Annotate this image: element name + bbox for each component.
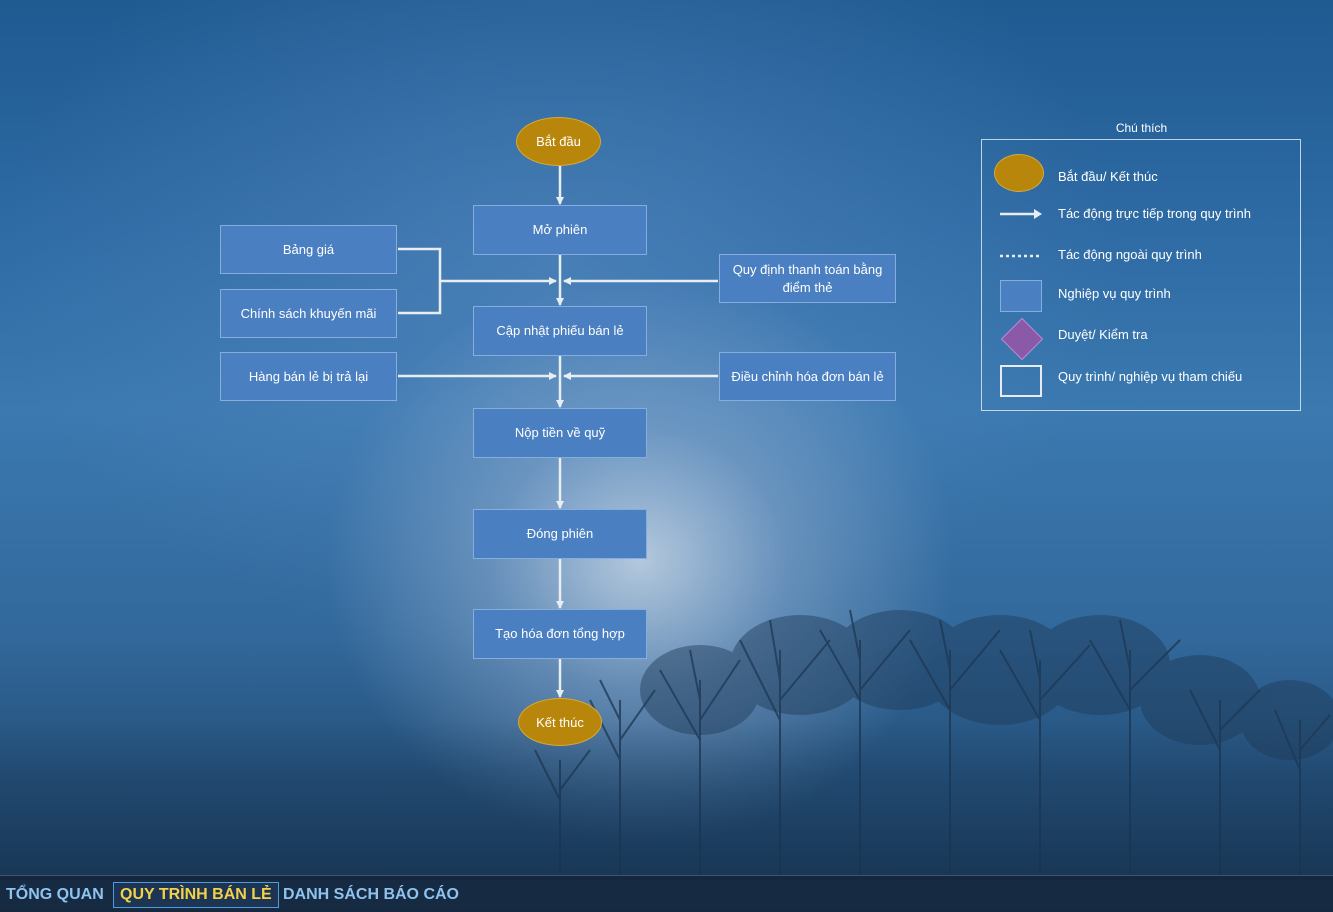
step-open-session[interactable]: Mở phiên [473,205,647,255]
input-price-list[interactable]: Bảng giá [220,225,397,274]
tab-retail-process[interactable]: QUY TRÌNH BÁN LẺ [113,882,279,908]
legend-label-reference: Quy trình/ nghiệp vụ tham chiếu [1058,369,1243,384]
dotted-line-icon [1000,254,1042,258]
legend-label-direct: Tác động trực tiếp trong quy trình [1058,206,1251,221]
legend-label-approval: Duyệt/ Kiểm tra [1058,327,1148,342]
reference-rect-icon [1000,365,1042,397]
input-point-payment[interactable]: Quy định thanh toán bằng điểm thẻ [719,254,896,303]
legend-title: Chú thích [1115,121,1168,135]
arrow-pricelist-promotion-merge [398,247,556,315]
step-update-receipt[interactable]: Cập nhật phiếu bán lẻ [473,306,647,356]
oval-icon [994,154,1044,192]
step-close-session[interactable]: Đóng phiên [473,509,647,559]
step-deposit[interactable]: Nộp tiền về quỹ [473,408,647,458]
input-promotion[interactable]: Chính sách khuyến mãi [220,289,397,338]
tab-report-list[interactable]: DANH SÁCH BÁO CÁO [283,886,459,903]
input-returned-goods[interactable]: Hàng bán lẻ bị trả lại [220,352,397,401]
solid-arrow-icon [1000,209,1042,219]
input-invoice-adjust[interactable]: Điều chỉnh hóa đơn bán lẻ [719,352,896,401]
legend-label-terminal: Bắt đầu/ Kết thúc [1058,169,1158,184]
bottom-tab-bar: TỔNG QUAN QUY TRÌNH BÁN LẺ DANH SÁCH BÁO… [0,875,1333,912]
legend-label-external: Tác động ngoài quy trình [1058,247,1202,262]
step-create-invoice[interactable]: Tạo hóa đơn tổng hợp [473,609,647,659]
tab-overview[interactable]: TỔNG QUAN [6,886,104,903]
legend-box: Bắt đầu/ Kết thúc Tác động trực tiếp tro… [981,139,1301,411]
end-node[interactable]: Kết thúc [518,698,602,746]
start-node[interactable]: Bắt đầu [516,117,601,166]
legend-label-process: Nghiệp vụ quy trình [1058,286,1171,301]
process-rect-icon [1000,280,1042,312]
diamond-icon [1000,317,1044,361]
